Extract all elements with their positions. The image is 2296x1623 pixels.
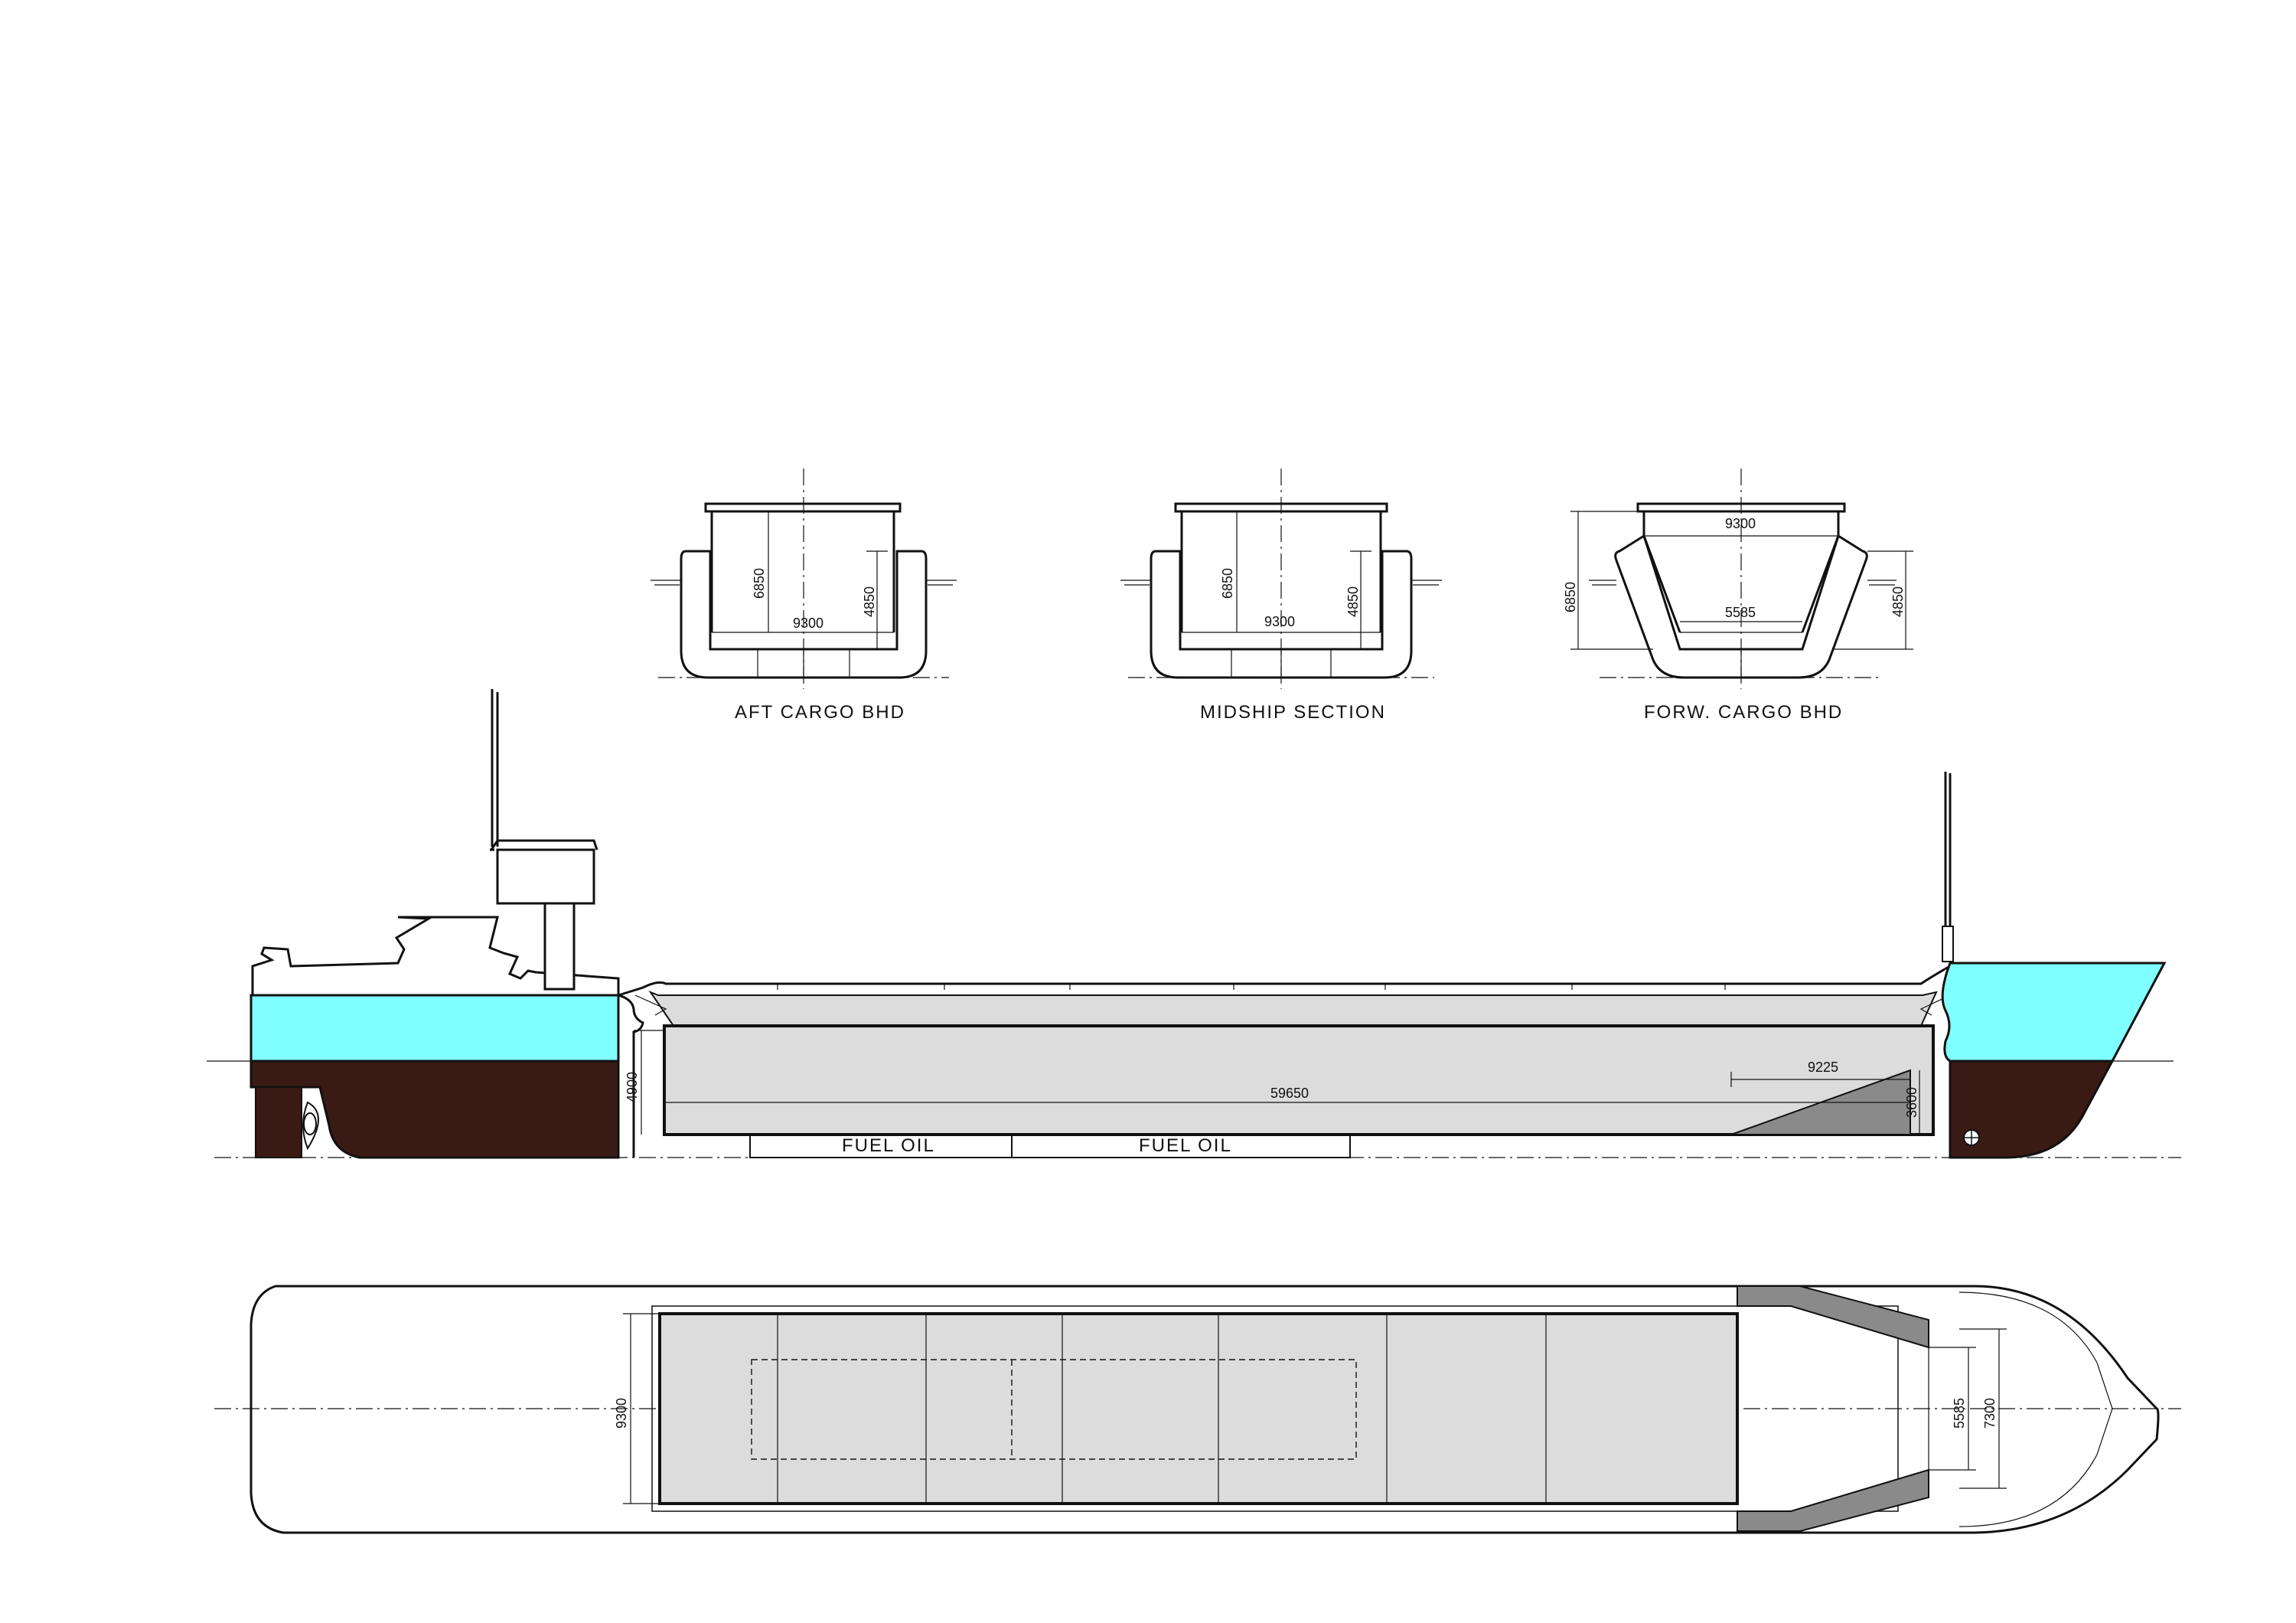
profile-view: FUEL OIL FUEL OIL 4900 59650 9225 3600	[207, 689, 2181, 1159]
bow-thruster-icon	[1963, 1129, 1980, 1146]
plan-fuel-tanks-outline	[751, 1359, 1357, 1460]
fore-hull-below-water	[1949, 1060, 2115, 1159]
profile-dim-ramp-length: 9225	[1808, 1060, 1838, 1075]
profile-dim-hold-depth: 4900	[625, 1072, 640, 1102]
aft-section-label: AFT CARGO BHD	[735, 702, 905, 723]
plan-dim-forward-inner: 5585	[1952, 1398, 1967, 1429]
plan-dim-hold-width: 9300	[614, 1398, 629, 1429]
aft-hull-above-water	[249, 994, 620, 1063]
midship-section: 6850 9300 4850 MIDSHIP SECTION	[1120, 469, 1442, 723]
bridge-top	[496, 848, 595, 905]
hold-upper-slope	[648, 990, 1938, 1027]
forw-dim-bottom-width: 5585	[1725, 605, 1756, 620]
plan-ramp-lower	[1737, 1468, 1929, 1532]
fore-hull-above-water	[1941, 962, 2167, 1063]
aft-dim-height: 6850	[752, 568, 767, 599]
midship-section-label: MIDSHIP SECTION	[1200, 702, 1386, 723]
fore-mast	[1944, 772, 1952, 926]
mid-dim-draft: 4850	[1345, 586, 1361, 617]
fuel-oil-label-1: FUEL OIL	[842, 1135, 935, 1156]
deckhouse	[251, 916, 620, 995]
plan-hatch-outline	[651, 1305, 1899, 1512]
aft-dim-draft: 4850	[862, 586, 877, 617]
hatch-coaming	[618, 965, 1951, 997]
plan-view: 9300 5585 7300	[214, 1285, 2181, 1534]
plan-dim-forward-outer: 7300	[1982, 1398, 1998, 1429]
forw-dim-top-width: 9300	[1725, 516, 1756, 531]
forw-cargo-bhd-section: 9300 5585 6850 4850 FORW. CARGO BHD	[1563, 469, 1913, 723]
plan-cargo-hold	[658, 1312, 1739, 1505]
forw-dim-height: 6850	[1563, 582, 1578, 612]
funnel	[543, 902, 576, 991]
propeller-icon	[302, 1101, 319, 1151]
mid-dim-height: 6850	[1220, 568, 1235, 599]
plan-hull-outline	[249, 1285, 2160, 1534]
fuel-oil-label-2: FUEL OIL	[1139, 1135, 1232, 1156]
profile-dim-hold-length: 59650	[1270, 1086, 1309, 1101]
aft-dim-width: 9300	[793, 616, 823, 631]
forw-section-label: FORW. CARGO BHD	[1644, 702, 1843, 723]
mid-dim-width: 9300	[1264, 614, 1295, 629]
aft-mast	[491, 689, 499, 847]
aft-cargo-bhd-section: 6850 9300 4850 AFT CARGO BHD	[651, 469, 957, 723]
plan-ramp-upper	[1737, 1285, 1929, 1349]
profile-dim-ramp-height: 3600	[1904, 1087, 1919, 1118]
fuel-oil-tank-2	[1011, 1134, 1351, 1158]
cargo-hold	[663, 1024, 1935, 1136]
rudder	[255, 1086, 302, 1158]
forw-dim-draft: 4850	[1890, 586, 1906, 617]
aft-hull-below-water	[249, 1060, 620, 1159]
